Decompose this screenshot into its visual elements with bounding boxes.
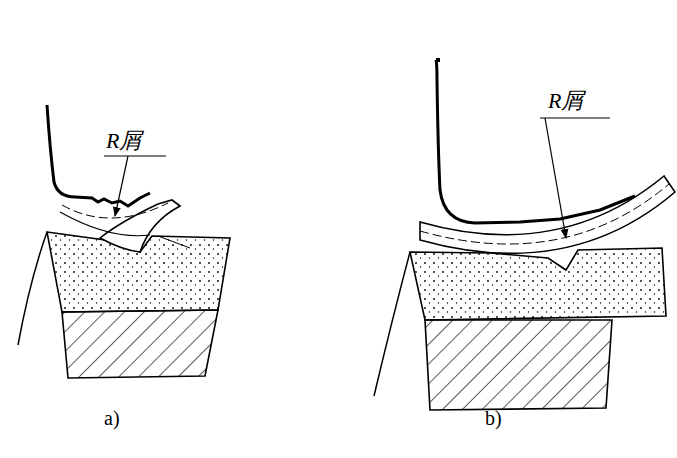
radius-label: R屑 xyxy=(106,130,141,152)
subfigure-label: b) xyxy=(485,408,502,428)
radius-label: R屑 xyxy=(548,90,583,112)
subfigure-label: a) xyxy=(104,408,120,428)
